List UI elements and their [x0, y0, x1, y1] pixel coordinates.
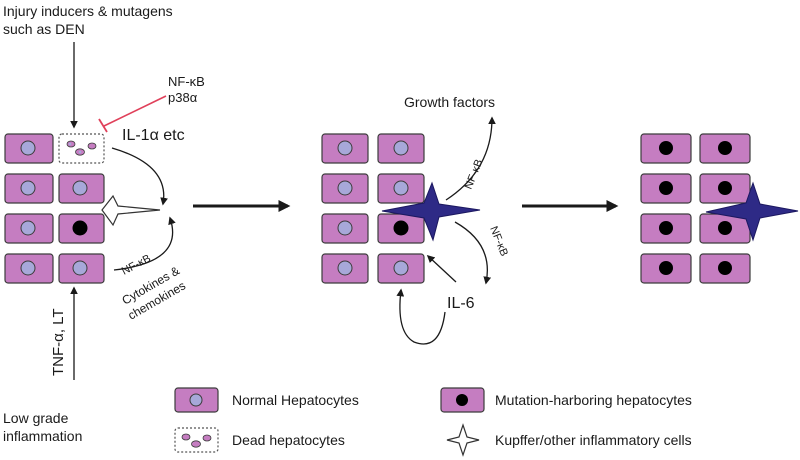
hepatocyte-normal [321, 133, 369, 164]
inducers-label-line2: such as DEN [3, 21, 85, 37]
legend: Normal Hepatocytes Mutation-harboring he… [174, 387, 692, 457]
hepatocyte-normal [377, 253, 425, 284]
legend-dead-label: Dead hepatocytes [232, 432, 345, 448]
hepatocyte-normal [58, 253, 105, 284]
panel-proliferation: Growth factors NF-κB NF-κB IL-6 [321, 94, 510, 345]
growth-factors-label: Growth factors [404, 94, 495, 110]
legend-kupffer-star-icon [446, 423, 480, 457]
hepatocyte-normal [321, 173, 369, 204]
il6-to-cells-arrow [426, 254, 457, 283]
hepatocyte-normal [4, 173, 54, 204]
hepatocyte-normal [4, 213, 54, 244]
hepatocyte-normal [58, 173, 105, 204]
tnf-label: TNF-α, LT [50, 308, 67, 376]
low-grade-label-line1: Low grade [3, 410, 69, 426]
low-grade-label-line2: inflammation [3, 428, 82, 444]
hepatocyte-mutant [640, 173, 692, 204]
il1a-label: IL-1α etc [122, 127, 185, 144]
nfkb-label-top: NF-κB [168, 74, 205, 89]
hepatocyte-mutant [699, 213, 751, 244]
legend-mutant-swatch [440, 387, 485, 413]
hepatocyte-normal [321, 213, 369, 244]
il6-label: IL-6 [447, 295, 475, 312]
hepatocyte-normal [4, 133, 54, 164]
hepatocyte-mutant [640, 133, 692, 164]
legend-normal-swatch [174, 387, 219, 413]
legend-normal-label: Normal Hepatocytes [232, 392, 359, 408]
il6-production-arrow [454, 221, 492, 285]
hepatocyte-mutant [58, 213, 105, 244]
hepatocyte-mutant [699, 253, 751, 284]
inducers-label-line1: Injury inducers & mutagens [3, 3, 173, 19]
il1a-arrow [111, 147, 168, 206]
hepatocyte-normal [4, 253, 54, 284]
nfkb-label-left: NF-κB [120, 252, 153, 277]
panel-tumor [640, 133, 799, 284]
p38a-label: p38α [168, 90, 198, 105]
inhibition-bar [98, 118, 108, 133]
hepatocyte-normal [377, 173, 425, 204]
nfkb-il6-label: NF-κB [487, 225, 510, 258]
hepatocyte-mutant [640, 253, 692, 284]
hepatocyte-mutant [377, 213, 425, 244]
kupffer-cell-resting [101, 194, 161, 227]
growth-factor-arrow [445, 116, 496, 201]
kupffer-cell-activated [705, 181, 799, 242]
legend-dead-swatch [174, 427, 219, 453]
inhibition-line [103, 95, 167, 127]
legend-mutant-label: Mutation-harboring hepatocytes [495, 392, 692, 408]
legend-kupffer-label: Kupffer/other inflammatory cells [495, 432, 692, 448]
il6-loop-arrow [396, 288, 446, 345]
hepatocyte-mutant [699, 133, 751, 164]
hepatocyte-normal [377, 133, 425, 164]
nfkb-growth-label: NF-κB [463, 158, 486, 191]
cytokine-arrow [113, 216, 176, 271]
kupffer-cell-activated [381, 181, 481, 242]
hepatocyte-dead [58, 133, 105, 164]
hepatocyte-normal [321, 253, 369, 284]
hepatocyte-mutant [699, 173, 751, 204]
hepatocyte-mutant [640, 213, 692, 244]
panel-initial-injury: Injury inducers & mutagens such as DEN N… [3, 3, 205, 444]
